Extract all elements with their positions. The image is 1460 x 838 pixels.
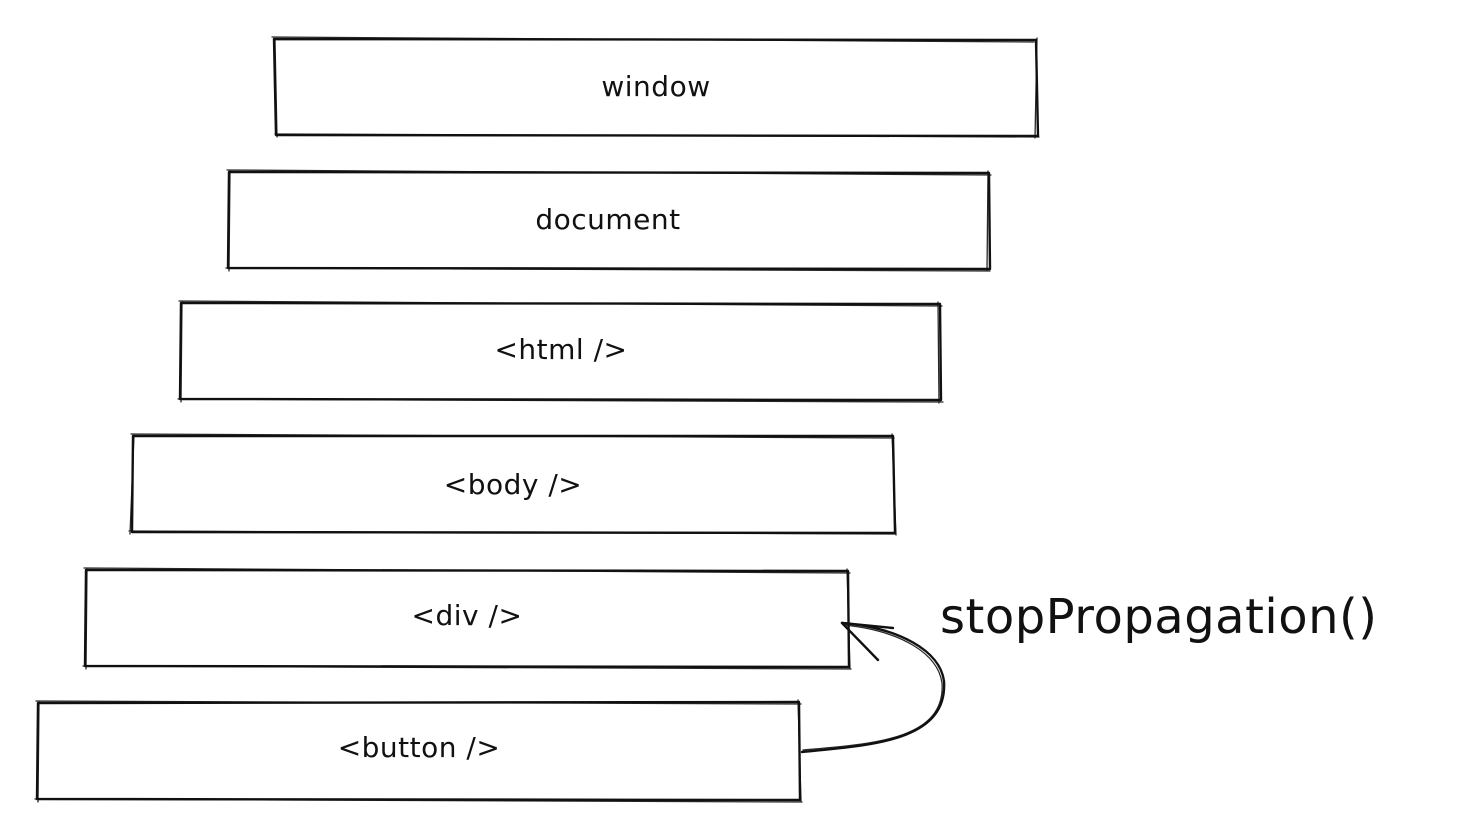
layer-label-html: <html /> xyxy=(494,333,627,366)
propagation-arrow xyxy=(800,621,946,754)
annotation-stop-propagation: stopPropagation() xyxy=(940,589,1377,645)
layer-label-window: window xyxy=(601,70,710,103)
arrowhead-icon xyxy=(840,621,895,662)
layer-label-document: document xyxy=(535,203,680,236)
layer-label-button: <button /> xyxy=(338,731,501,764)
layer-button: <button /> xyxy=(34,699,803,803)
annotation-label: stopPropagation() xyxy=(940,589,1377,645)
layer-label-div: <div /> xyxy=(412,599,523,632)
layer-label-body: <body /> xyxy=(444,468,583,501)
layer-body: <body /> xyxy=(128,433,897,536)
layer-div: <div /> xyxy=(82,567,852,670)
layer-html: <html /> xyxy=(177,300,944,404)
layer-window: window xyxy=(271,36,1040,139)
layer-document: document xyxy=(225,169,992,272)
